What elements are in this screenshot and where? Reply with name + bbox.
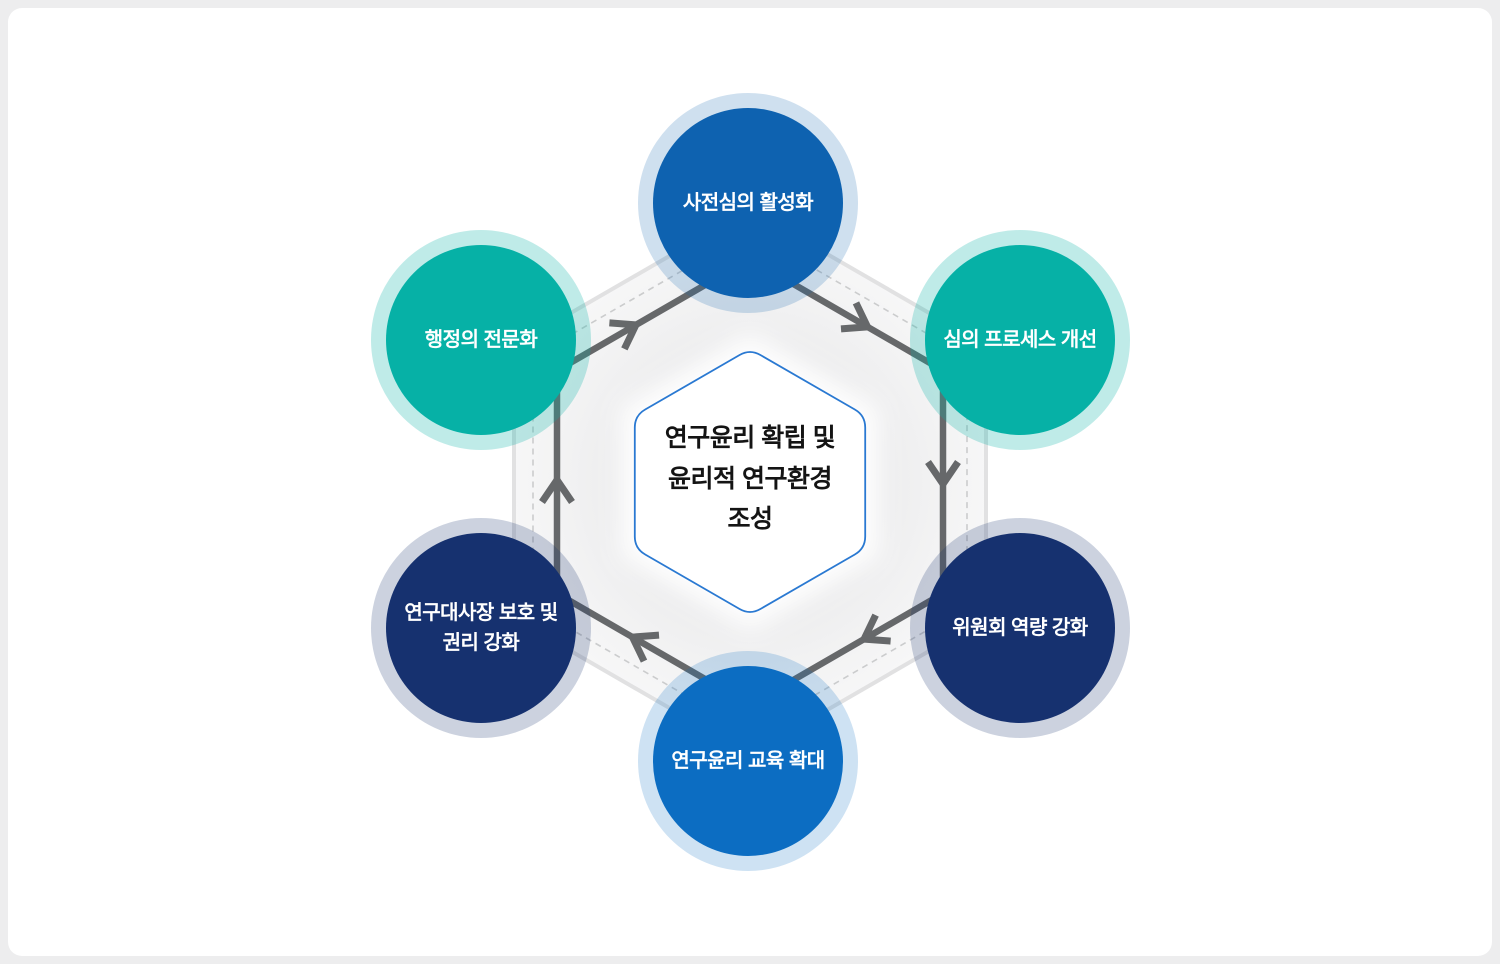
arrowhead-icon <box>925 460 961 491</box>
node-label: 연구대사장 보호 및 권리 강화 <box>404 602 558 654</box>
node-prior-review: 사전심의 활성화 <box>653 108 843 298</box>
node-label: 사전심의 활성화 <box>682 192 814 214</box>
node-label: 위원회 역량 강화 <box>952 617 1088 639</box>
node-review-process: 심의 프로세스 개선 <box>925 245 1115 435</box>
arrowhead-icon <box>539 473 575 504</box>
node-label: 행정의 전문화 <box>424 329 538 351</box>
arrowhead-icon <box>609 319 642 351</box>
node-admin-specialization: 행정의 전문화 <box>386 245 576 435</box>
node-subject-protection: 연구대사장 보호 및 권리 강화 <box>386 533 576 723</box>
node-label: 심의 프로세스 개선 <box>943 329 1097 351</box>
center-title-line: 조성 <box>727 505 773 533</box>
center-title-line: 윤리적 연구환경 <box>668 464 832 493</box>
arrowhead-icon <box>627 631 660 663</box>
center-title: 연구윤리 확립 및 윤리적 연구환경 조성 <box>630 418 870 540</box>
node-label: 연구윤리 교육 확대 <box>671 750 825 772</box>
node-committee-capacity: 위원회 역량 강화 <box>925 533 1115 723</box>
center-hexagon <box>633 351 867 613</box>
arrowheads <box>539 301 961 663</box>
node-ethics-education: 연구윤리 교육 확대 <box>653 666 843 856</box>
arrowhead-icon <box>840 301 873 333</box>
arrowhead-icon <box>858 613 891 645</box>
center-title-line: 연구윤리 확립 및 <box>664 424 836 452</box>
